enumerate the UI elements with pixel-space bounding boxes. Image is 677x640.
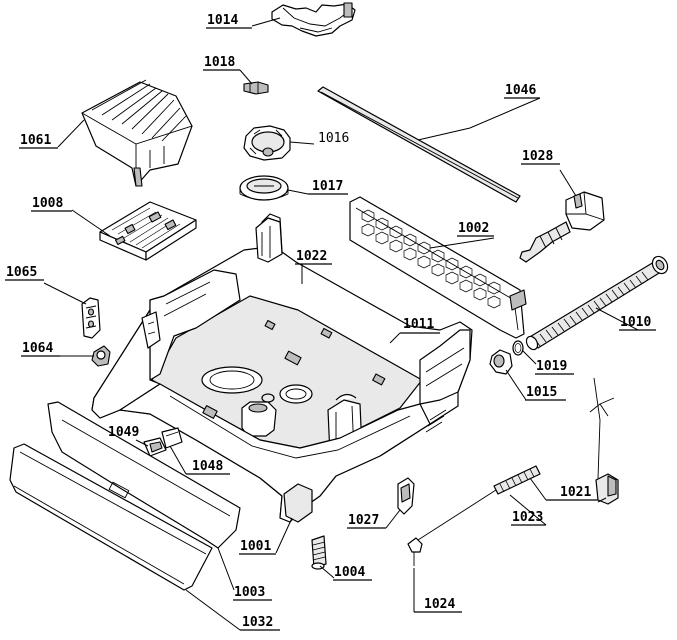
part-1061	[81, 79, 193, 187]
part-1023	[417, 465, 541, 541]
part-1019	[512, 340, 524, 356]
label-1023: 1023	[512, 510, 543, 525]
leader-lines	[43, 17, 639, 631]
label-1032: 1032	[242, 615, 273, 630]
label-1021: 1021	[560, 485, 591, 500]
part-1064	[91, 345, 111, 367]
label-1010: 1010	[620, 315, 651, 330]
label-1061: 1061	[20, 133, 51, 148]
part-1014	[271, 2, 356, 37]
part-1004	[311, 535, 327, 570]
part-1021	[589, 377, 619, 505]
part-1016	[243, 125, 291, 161]
label-1008: 1008	[32, 196, 63, 211]
part-1065	[81, 297, 101, 339]
label-1002: 1002	[458, 221, 489, 236]
label-1027: 1027	[348, 513, 379, 528]
label-1016: 1016	[318, 131, 349, 146]
part-1010	[525, 255, 669, 351]
part-1002	[349, 196, 527, 339]
label-1004: 1004	[334, 565, 365, 580]
part-1027	[397, 477, 415, 515]
label-1065: 1065	[6, 265, 37, 280]
label-1064: 1064	[22, 341, 53, 356]
part-1001	[91, 213, 473, 523]
label-1046: 1046	[505, 83, 536, 98]
label-1001: 1001	[240, 539, 271, 554]
label-1028: 1028	[522, 149, 553, 164]
part-1015	[489, 349, 513, 375]
label-1049: 1049	[108, 425, 139, 440]
part-1018	[243, 81, 269, 95]
label-1011: 1011	[403, 317, 434, 332]
part-1017	[239, 175, 289, 201]
label-1024: 1024	[424, 597, 455, 612]
label-1017: 1017	[312, 179, 343, 194]
label-1019: 1019	[536, 359, 567, 374]
part-1028	[519, 191, 605, 263]
part-1008	[99, 201, 197, 261]
part-1032	[9, 443, 213, 591]
callout-labels: 1014 1018 1046 1061 1016 1028 1017 1008 …	[5, 13, 656, 631]
part-1049	[143, 437, 167, 457]
label-1048: 1048	[192, 459, 223, 474]
part-1003	[47, 401, 241, 549]
part-1048	[161, 427, 183, 449]
label-1018: 1018	[204, 55, 235, 70]
label-1003: 1003	[234, 585, 265, 600]
part-1024	[407, 537, 423, 566]
label-1022: 1022	[296, 249, 327, 264]
part-1046	[317, 86, 521, 203]
label-1014: 1014	[207, 13, 238, 28]
label-1015: 1015	[526, 385, 557, 400]
